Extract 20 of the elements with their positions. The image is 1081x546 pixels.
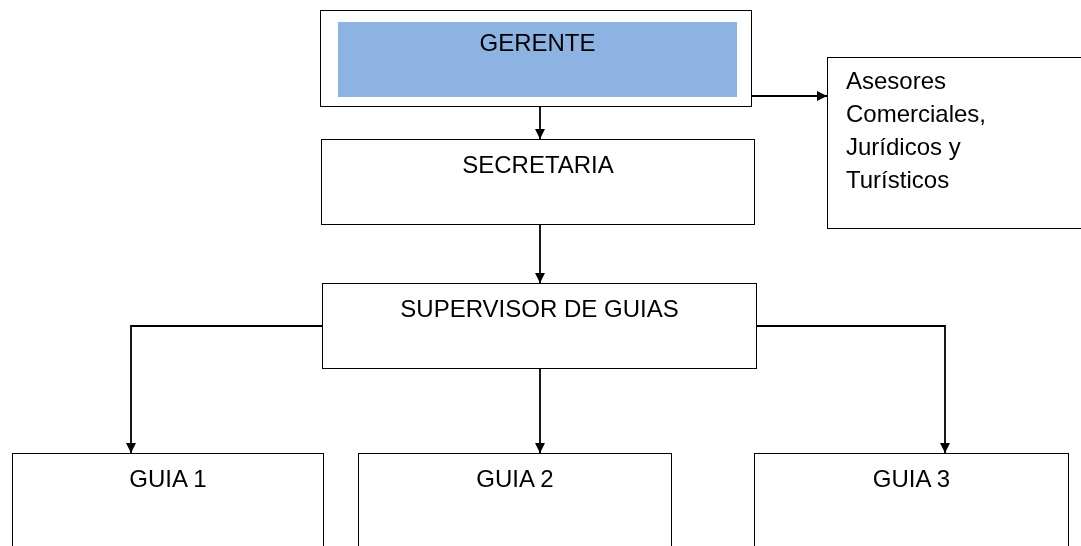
org-box (827, 57, 1081, 229)
node-label: GERENTE (479, 28, 596, 58)
arrow (535, 368, 545, 454)
arrow (126, 325, 323, 454)
arrow (756, 325, 950, 454)
node-label: Asesores Comerciales, Jurídicos y Turísticos (846, 66, 988, 195)
arrow (751, 91, 828, 101)
node-label: SECRETARIA (462, 150, 614, 180)
org-box (322, 283, 757, 369)
arrow (535, 106, 545, 140)
node-label: GUIA 1 (129, 464, 207, 494)
node-label: GUIA 2 (476, 464, 554, 494)
org-box (12, 453, 324, 546)
manager-box (320, 10, 752, 107)
node-label: SUPERVISOR DE GUIAS (400, 294, 679, 324)
org-box (321, 139, 755, 225)
node-label: GUIA 3 (872, 464, 951, 494)
org-box (754, 453, 1069, 546)
arrow (535, 224, 545, 284)
org-box (358, 453, 672, 546)
